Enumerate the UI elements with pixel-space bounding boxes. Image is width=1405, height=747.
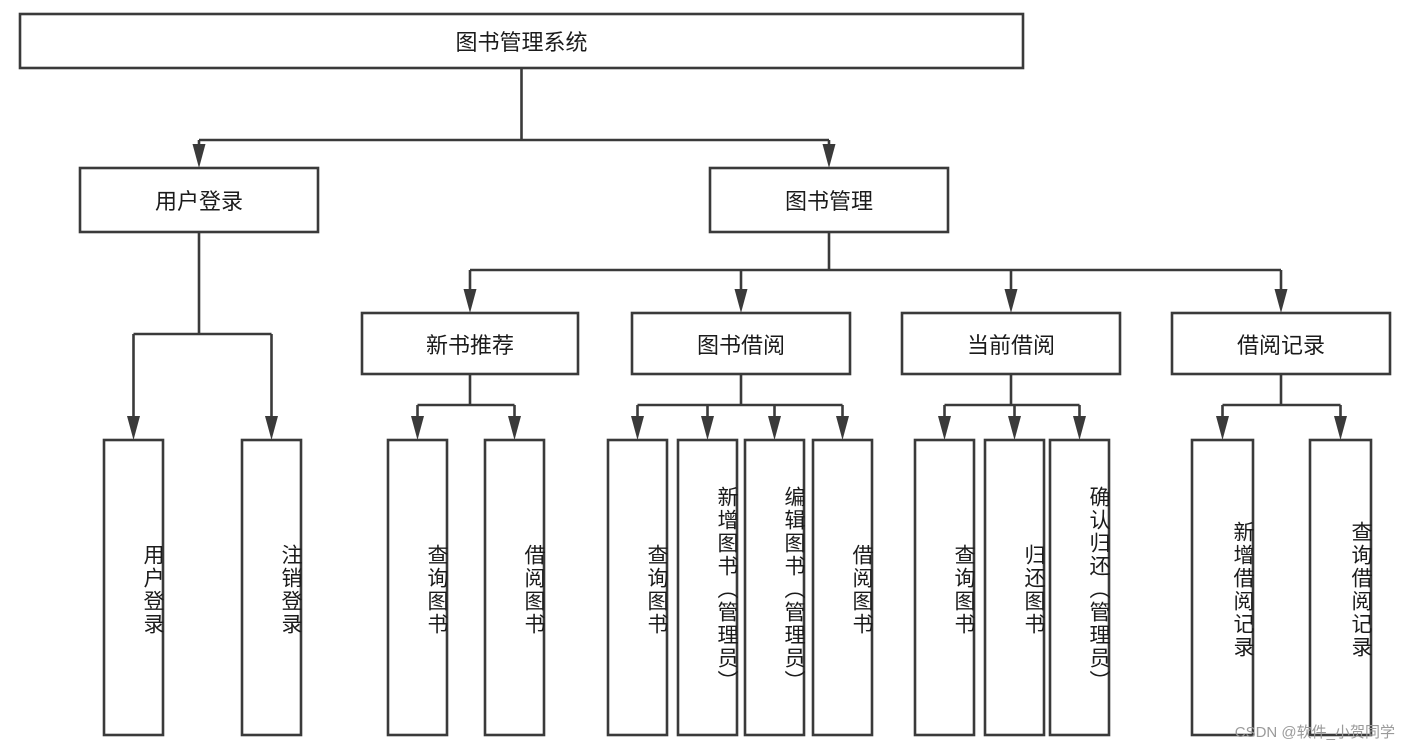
node-box-leaf-edit-book[interactable] bbox=[743, 438, 806, 737]
arrowhead-leaf-query-book-1 bbox=[411, 416, 424, 440]
node-box-book-borrow[interactable] bbox=[630, 311, 852, 376]
arrowhead-leaf-query-book-3 bbox=[938, 416, 951, 440]
node-box-leaf-confirm-return[interactable] bbox=[1048, 438, 1111, 737]
node-box-leaf-logout[interactable] bbox=[240, 438, 303, 737]
node-box-user-login[interactable] bbox=[78, 166, 320, 234]
node-box-leaf-query-book-2[interactable] bbox=[606, 438, 669, 737]
arrowhead-leaf-borrow-book-1 bbox=[508, 416, 521, 440]
arrowhead-book-manage bbox=[822, 144, 836, 168]
watermark: CSDN @软件_小贺同学 bbox=[1234, 724, 1395, 741]
arrowhead-leaf-add-book bbox=[701, 416, 714, 440]
node-box-leaf-query-record[interactable] bbox=[1308, 438, 1373, 737]
arrowhead-user-login bbox=[192, 144, 206, 168]
node-box-leaf-borrow-book-2[interactable] bbox=[811, 438, 874, 737]
node-box-new-book-recommend[interactable] bbox=[360, 311, 580, 376]
node-box-leaf-borrow-book-1[interactable] bbox=[483, 438, 546, 737]
arrowhead-leaf-borrow-book-2 bbox=[836, 416, 849, 440]
node-box-borrow-record[interactable] bbox=[1170, 311, 1392, 376]
edges bbox=[127, 68, 1347, 440]
arrowhead-leaf-query-book-2 bbox=[631, 416, 644, 440]
node-box-leaf-user-login[interactable] bbox=[102, 438, 165, 737]
node-box-leaf-query-book-1[interactable] bbox=[386, 438, 449, 737]
arrowhead-leaf-add-record bbox=[1216, 416, 1229, 440]
node-box-current-borrow[interactable] bbox=[900, 311, 1122, 376]
node-box-root[interactable] bbox=[18, 12, 1025, 70]
arrowhead-leaf-return-book bbox=[1008, 416, 1021, 440]
arrowhead-leaf-query-record bbox=[1334, 416, 1347, 440]
node-box-book-manage[interactable] bbox=[708, 166, 950, 234]
arrowhead-leaf-user-login bbox=[127, 416, 140, 440]
node-box-leaf-add-record[interactable] bbox=[1190, 438, 1255, 737]
arrowhead-new-book-recommend bbox=[463, 289, 477, 313]
node-box-leaf-add-book[interactable] bbox=[676, 438, 739, 737]
node-box-leaf-return-book[interactable] bbox=[983, 438, 1046, 737]
arrowhead-leaf-confirm-return bbox=[1073, 416, 1086, 440]
arrowhead-current-borrow bbox=[1004, 289, 1018, 313]
node-boxes bbox=[18, 12, 1392, 737]
arrowhead-leaf-edit-book bbox=[768, 416, 781, 440]
arrowhead-borrow-record bbox=[1274, 289, 1288, 313]
arrowhead-leaf-logout bbox=[265, 416, 278, 440]
node-box-leaf-query-book-3[interactable] bbox=[913, 438, 976, 737]
arrowhead-book-borrow bbox=[734, 289, 748, 313]
